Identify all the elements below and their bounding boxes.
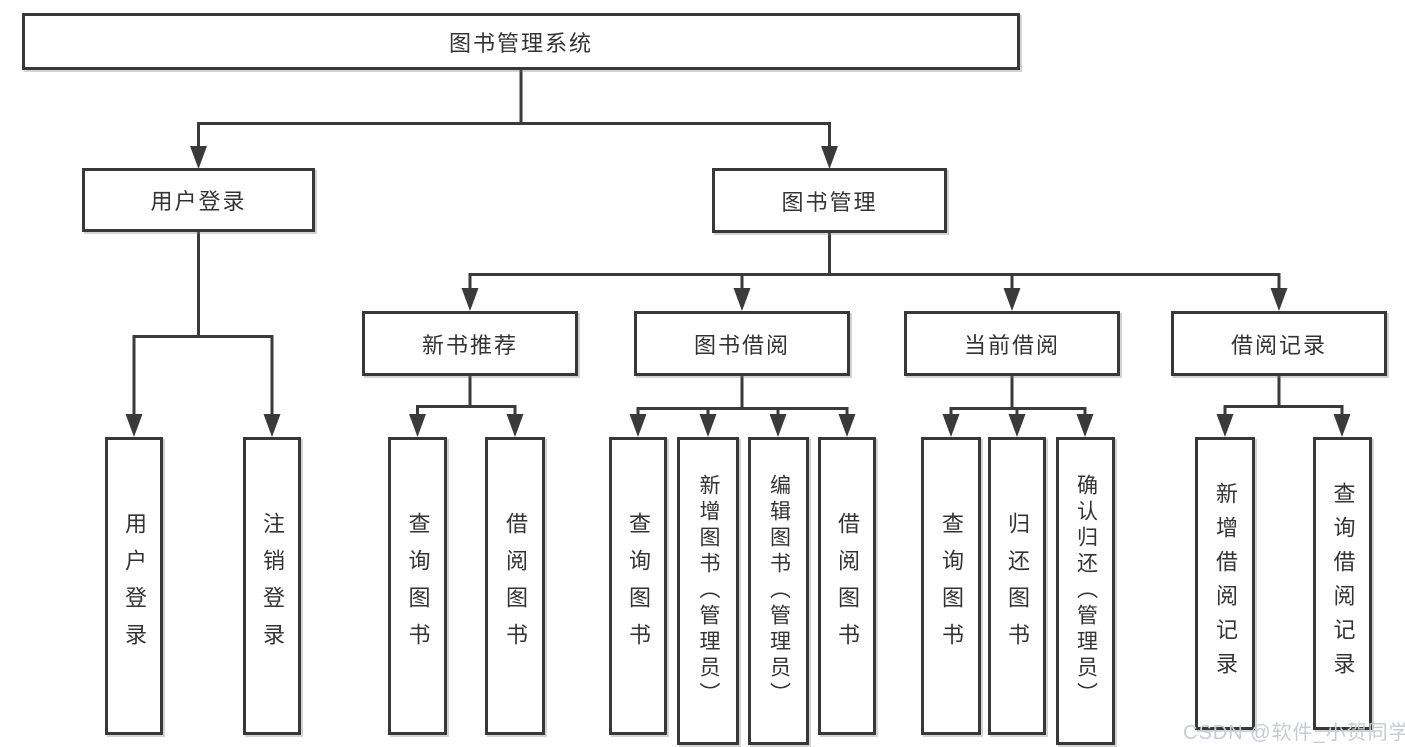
arrow-cb-return — [1008, 414, 1026, 437]
node-borrow-records-label: 借阅记录 — [1230, 332, 1327, 358]
arrow-bb-borrow — [838, 414, 856, 437]
node-borrow-records: 借阅记录 — [1171, 311, 1387, 376]
leaf-user-login: 用户登录 — [105, 437, 163, 735]
arrow-bb-query — [629, 414, 647, 437]
node-user-login-label: 用户登录 — [150, 189, 247, 214]
arrow-br-query — [1333, 414, 1351, 437]
leaf-query-borrow-record: 查询借阅记录 — [1313, 437, 1372, 730]
arrow-nbr-query — [409, 414, 426, 437]
arrow-to-leaf-user-login — [125, 414, 143, 437]
leaf-return-books: 归还图书 — [988, 437, 1046, 735]
node-book-management: 图书管理 — [712, 168, 947, 233]
node-book-borrow: 图书借阅 — [634, 311, 850, 376]
connector-root — [197, 69, 831, 147]
arrow-br-add — [1216, 414, 1234, 437]
connector-book-borrow — [636, 376, 849, 416]
leaf-logout: 注销登录 — [243, 437, 301, 735]
arrow-to-new-book-recommend — [461, 288, 479, 311]
leaf-recommend-borrow-books: 借阅图书 — [485, 437, 545, 735]
watermark: CSDN @软件_小贺同学 — [1183, 722, 1405, 744]
connector-new-book-recommend — [416, 376, 517, 416]
node-new-book-recommend-label: 新书推荐 — [421, 332, 518, 358]
arrow-cb-confirm — [1076, 414, 1094, 437]
arrow-to-current-borrow — [1003, 288, 1021, 311]
node-book-borrow-label: 图书借阅 — [693, 332, 790, 358]
arrow-bb-add — [699, 414, 717, 437]
arrow-cb-query — [942, 414, 960, 437]
connector-book-management — [468, 233, 1281, 290]
node-book-management-label: 图书管理 — [781, 189, 878, 215]
node-root-label: 图书管理系统 — [448, 30, 593, 56]
arrow-to-leaf-logout — [263, 414, 281, 437]
arrow-to-book-borrow — [733, 288, 751, 311]
leaf-add-borrow-record: 新增借阅记录 — [1195, 437, 1255, 730]
node-user-login: 用户登录 — [82, 168, 315, 232]
leaf-add-books-admin: 新增图书（管理员） — [677, 437, 739, 745]
arrow-to-user-login — [190, 146, 207, 169]
connector-user-login — [132, 232, 274, 416]
leaf-current-query-books: 查询图书 — [921, 437, 981, 735]
leaf-edit-books-admin: 编辑图书（管理员） — [748, 437, 809, 745]
leaf-confirm-return-admin: 确认归还（管理员） — [1056, 437, 1115, 745]
connector-current-borrow — [949, 376, 1087, 416]
node-root: 图书管理系统 — [22, 13, 1020, 70]
leaf-recommend-query-books: 查询图书 — [388, 437, 447, 735]
connector-borrow-records — [1223, 376, 1344, 416]
arrow-bb-edit — [769, 414, 787, 437]
leaf-borrow-query-books: 查询图书 — [609, 437, 667, 735]
arrow-to-borrow-records — [1270, 288, 1288, 311]
leaf-borrow-books: 借阅图书 — [818, 437, 876, 735]
node-current-borrow-label: 当前借阅 — [963, 332, 1060, 358]
node-new-book-recommend: 新书推荐 — [362, 311, 578, 376]
arrow-nbr-borrow — [506, 414, 524, 437]
arrow-to-book-management — [821, 146, 838, 169]
node-current-borrow: 当前借阅 — [904, 311, 1120, 376]
